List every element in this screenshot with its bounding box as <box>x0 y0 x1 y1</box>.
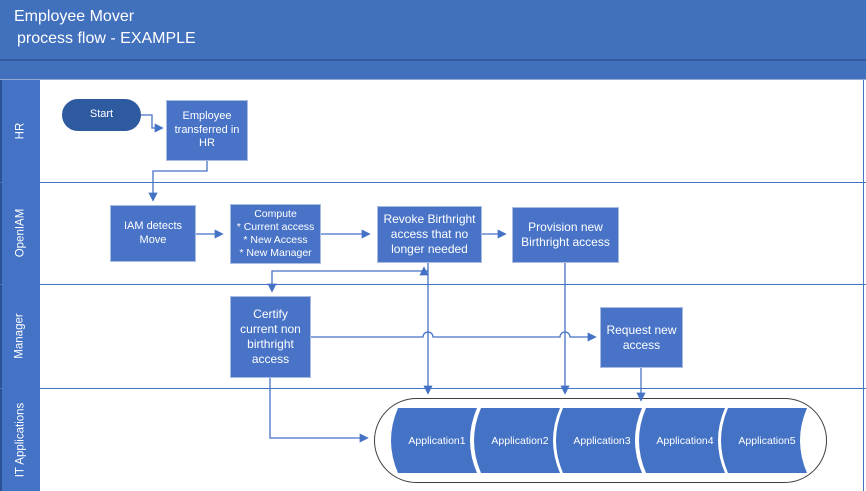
applications-container-ellipse: Application1 Application2 Application3 A… <box>374 398 827 483</box>
node-start[interactable]: Start <box>62 99 141 131</box>
node-provision-birthright[interactable]: Provision new Birthright access <box>512 207 619 263</box>
lane-label-hr: HR <box>0 80 40 182</box>
application-2-label: Application2 <box>491 435 548 447</box>
connector-employee-to-iam <box>148 161 208 202</box>
title-band-divider <box>0 59 866 61</box>
application-3-label: Application3 <box>573 435 630 447</box>
swimlane-label-gap <box>40 80 42 491</box>
node-revoke-birthright[interactable]: Revoke Birthright access that no longer … <box>377 206 482 263</box>
lane-divider-openiam-manager <box>0 284 866 285</box>
node-request-new-access[interactable]: Request new access <box>600 307 683 368</box>
application-4-label: Application4 <box>656 435 713 447</box>
lane-label-openiam-text: OpenIAM <box>14 208 27 258</box>
header-sub-band <box>0 61 866 80</box>
lane-label-itapplications-text: IT Applications <box>14 402 26 477</box>
application-shape-2[interactable]: Application2 <box>469 408 562 473</box>
diagram-right-border <box>863 80 864 491</box>
node-certify-access[interactable]: Certify current non birthright access <box>230 296 311 378</box>
lane-divider-manager-itapps <box>0 388 866 389</box>
application-1-label: Application1 <box>408 435 465 447</box>
lane-label-openiam: OpenIAM <box>0 182 40 284</box>
connector-start-to-employee <box>141 114 164 133</box>
title-band: Employee Mover process flow - EXAMPLE <box>0 0 866 59</box>
diagram-title-line2: process flow - EXAMPLE <box>17 30 196 47</box>
connector-revoke-to-certify <box>267 263 429 293</box>
application-shape-5[interactable]: Application5 <box>716 408 809 473</box>
node-iam-detects-move[interactable]: IAM detects Move <box>110 205 196 262</box>
diagram-title-line1: Employee Mover <box>14 8 135 25</box>
node-compute-access[interactable]: Compute * Current access * New Access * … <box>230 204 321 264</box>
swimlane-label-column <box>0 80 42 491</box>
node-employee-transferred[interactable]: Employee transferred in HR <box>166 100 248 161</box>
connector-certify-to-request <box>311 331 597 342</box>
application-5-label: Application5 <box>738 435 795 447</box>
application-shape-3[interactable]: Application3 <box>551 408 644 473</box>
lane-label-manager: Manager <box>0 284 40 388</box>
lane-divider-hr-openiam <box>0 182 866 183</box>
lane-label-hr-text: HR <box>14 122 26 140</box>
connector-certify-to-applications <box>269 378 369 443</box>
lane-label-manager-text: Manager <box>14 313 27 359</box>
lane-label-itapplications: IT Applications <box>0 388 40 491</box>
application-shape-4[interactable]: Application4 <box>634 408 727 473</box>
application-shape-1[interactable]: Application1 <box>386 408 479 473</box>
